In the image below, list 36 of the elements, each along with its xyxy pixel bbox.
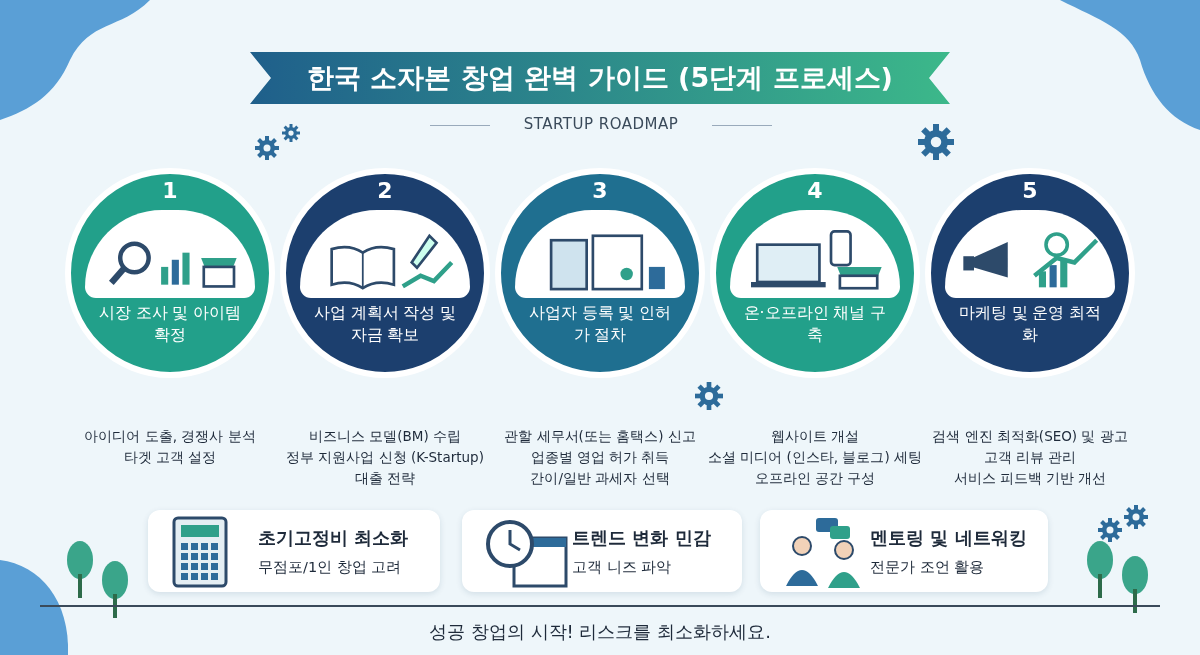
step-number: 4: [806, 178, 824, 203]
card-text: 전문가 조언 활용: [870, 558, 985, 577]
step-description: 대출 전략: [353, 470, 417, 488]
card-text: 고객 니즈 파악: [572, 558, 672, 577]
card-text: 무점포/1인 창업 고려: [258, 558, 402, 577]
footer-text: 성공 창업의 시작! 리스크를 최소화하세요.: [428, 620, 772, 644]
step-title: 사업 계획서 작성 및 자금 확보: [312, 303, 458, 346]
step-description: 간이/일반 과세자 선택: [529, 470, 671, 488]
step-title: 마케팅 및 운영 최적화: [957, 303, 1103, 346]
step-number: 1: [161, 178, 179, 203]
step-description: 정부 지원사업 신청 (K-Startup): [285, 449, 485, 467]
step-title: 시장 조사 및 아이템 확정: [97, 303, 243, 346]
card-heading: 트렌드 변화 민감: [572, 526, 711, 550]
step-description: 웹사이트 개설: [769, 428, 861, 446]
step-number: 3: [591, 178, 609, 203]
tip-card: [462, 510, 742, 592]
subtitle: STARTUP ROADMAP: [522, 115, 680, 133]
tip-card: [148, 510, 440, 592]
step-description: 아이디어 도출, 경쟁사 분석: [83, 428, 257, 446]
step-description: 업종별 영업 허가 취득: [529, 449, 671, 467]
step-description: 관할 세무서(또는 홈택스) 신고: [503, 428, 697, 446]
step-description: 비즈니스 모델(BM) 수립: [308, 428, 462, 446]
step-description: 소셜 미디어 (인스타, 블로그) 세팅: [707, 449, 923, 467]
step-number: 2: [376, 178, 394, 203]
step-description: 타겟 고객 설정: [122, 449, 218, 467]
title-banner: 한국 소자본 창업 완벽 가이드 (5단계 프로세스): [250, 52, 950, 104]
step-title: 사업자 등록 및 인허가 절차: [527, 303, 673, 346]
step-title: 온·오프라인 채널 구축: [742, 303, 888, 346]
card-heading: 초기고정비 최소화: [258, 526, 409, 550]
card-heading: 멘토링 및 네트워킹: [870, 526, 1027, 550]
step-description: 오프라인 공간 구성: [753, 470, 877, 488]
step-description: 고객 리뷰 관리: [982, 449, 1078, 467]
step-description: 서비스 피드백 기반 개선: [952, 470, 1108, 488]
step-number: 5: [1021, 178, 1039, 203]
tip-card: [760, 510, 1048, 592]
step-description: 검색 엔진 최적화(SEO) 및 광고: [931, 428, 1129, 446]
